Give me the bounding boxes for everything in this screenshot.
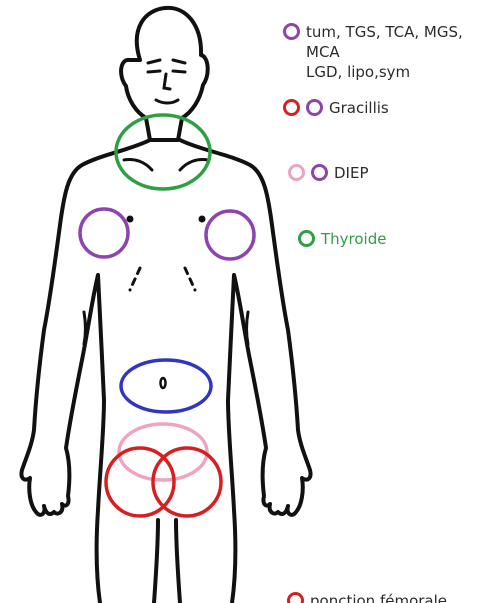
left-eye — [148, 71, 160, 72]
left-nipple — [127, 216, 134, 223]
navel — [161, 378, 166, 388]
legend-purple-line1: tum, TGS, TCA, MGS, MCA — [306, 23, 463, 61]
right-body-outline — [180, 140, 311, 603]
thyroid-region-marker — [116, 115, 210, 189]
left-clavicle — [124, 159, 152, 170]
red-ring-icon — [283, 99, 300, 116]
left-breast-region-marker — [80, 209, 128, 257]
legend-gracilis: Gracillis — [283, 98, 389, 118]
inner-leg-left — [154, 520, 158, 603]
head-outline — [121, 8, 208, 140]
right-arm-line — [247, 312, 249, 344]
legend-purple-line2: LGD, lipo,sym — [306, 63, 410, 81]
right-nipple — [199, 216, 206, 223]
mouth — [156, 100, 178, 103]
left-eyebrow — [148, 60, 160, 63]
legend-gracilis-label: Gracillis — [329, 98, 389, 118]
right-rib-dash — [185, 268, 195, 290]
red-ring-icon — [287, 592, 304, 603]
inner-leg-right — [176, 520, 180, 603]
nose — [164, 74, 170, 89]
legend-femoral: ponction fémorale — [287, 591, 447, 603]
legend-diep-label: DIEP — [334, 163, 369, 183]
purple-ring-icon — [311, 164, 328, 181]
legend-thyroid: Thyroide — [298, 229, 386, 249]
right-gracilis-region-marker — [153, 448, 221, 516]
legend-femoral-label: ponction fémorale — [310, 591, 447, 603]
purple-ring-icon — [306, 99, 323, 116]
legend-diep: DIEP — [288, 163, 369, 183]
right-eyebrow — [173, 60, 185, 63]
right-breast-region-marker — [206, 211, 254, 259]
right-eye — [173, 71, 185, 72]
legend-thyroid-label: Thyroide — [321, 229, 386, 249]
pink-ring-icon — [288, 164, 305, 181]
legend-purple: tum, TGS, TCA, MGS, MCA LGD, lipo,sym — [283, 22, 489, 82]
purple-ring-icon — [283, 23, 300, 40]
diep-region-marker — [119, 424, 207, 480]
green-ring-icon — [298, 230, 315, 247]
left-arm-line — [84, 312, 86, 344]
left-rib-dash — [130, 268, 140, 290]
